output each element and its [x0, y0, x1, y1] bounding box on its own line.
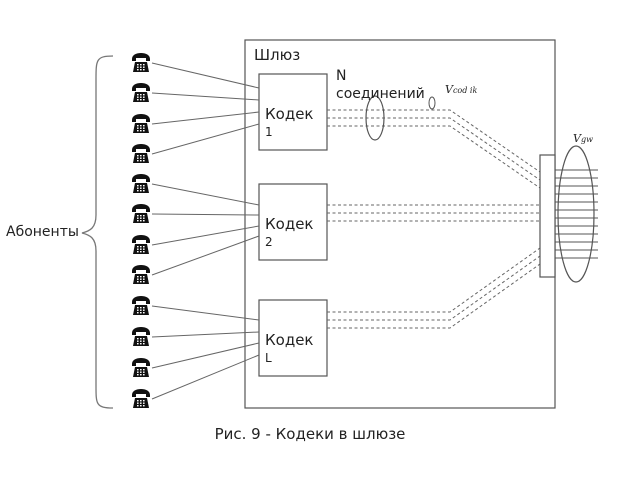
subscriber-phones: [132, 53, 150, 408]
subscriber-line: [151, 331, 260, 338]
telephone-icon: [132, 174, 150, 193]
codec-rate-symbol: V: [445, 83, 453, 96]
subscriber-line: [151, 354, 260, 400]
telephone-icon: [132, 296, 150, 315]
codec-box-1: [258, 73, 328, 151]
figure-caption: Рис. 9 - Кодеки в шлюзе: [214, 425, 406, 443]
connection-lines: [327, 109, 541, 329]
telephone-icon: [132, 144, 150, 163]
gateway-output-lines: [555, 169, 598, 259]
connection-line: [327, 247, 541, 313]
telephone-icon: [132, 114, 150, 133]
subscriber-line: [151, 235, 260, 276]
telephone-icon: [132, 204, 150, 223]
connections-bundle-ellipse: [365, 95, 385, 141]
subscriber-line: [151, 92, 260, 101]
gateway-label: Шлюз: [254, 46, 301, 64]
gateway-rate-ellipse: [557, 145, 595, 283]
codec-name: Кодек: [265, 105, 314, 123]
subscriber-line: [151, 123, 260, 155]
codec-label-1: Кодек 1: [265, 104, 314, 140]
codec-name: Кодек: [265, 215, 314, 233]
subscriber-line: [151, 111, 260, 125]
codec-index: 1: [265, 125, 273, 140]
codec-index: L: [265, 351, 272, 366]
gateway-rate-symbol: V: [573, 132, 581, 145]
subscriber-line: [151, 225, 260, 246]
gateway-rate-label: Vgw: [573, 132, 593, 145]
codec-label-L: Кодек L: [265, 330, 314, 366]
codec-box-2: [258, 183, 328, 261]
subscriber-line: [151, 342, 260, 369]
codec-index: 2: [265, 235, 273, 250]
connection-line: [327, 109, 541, 173]
subscriber-line: [151, 213, 260, 216]
connection-line: [327, 117, 541, 181]
subscriber-lines: [151, 62, 260, 400]
subscriber-line: [151, 62, 260, 89]
telephone-icon: [132, 265, 150, 284]
subscribers-label: Абоненты: [6, 224, 79, 240]
gateway-rate-subscript: gw: [580, 135, 593, 144]
gateway-output-port: [539, 154, 556, 278]
connection-line: [327, 255, 541, 321]
codec-rate-label: Vcod ik: [445, 83, 477, 96]
subscriber-line: [151, 305, 260, 321]
telephone-icon: [132, 327, 150, 346]
telephone-icon: [132, 53, 150, 72]
codec-name: Кодек: [265, 331, 314, 349]
telephone-icon: [132, 358, 150, 377]
codec-rate-subscript: cod ik: [452, 86, 478, 95]
connections-label: N соединений: [336, 68, 425, 102]
subscriber-line: [151, 183, 260, 206]
telephone-icon: [132, 235, 150, 254]
codec-rate-ellipse: [428, 96, 436, 110]
connection-line: [327, 125, 541, 189]
telephone-icon: [132, 83, 150, 102]
codec-box-L: [258, 299, 328, 377]
connection-line: [327, 263, 541, 329]
subscribers-brace: [81, 55, 114, 409]
codec-label-2: Кодек 2: [265, 214, 314, 250]
telephone-icon: [132, 389, 150, 408]
